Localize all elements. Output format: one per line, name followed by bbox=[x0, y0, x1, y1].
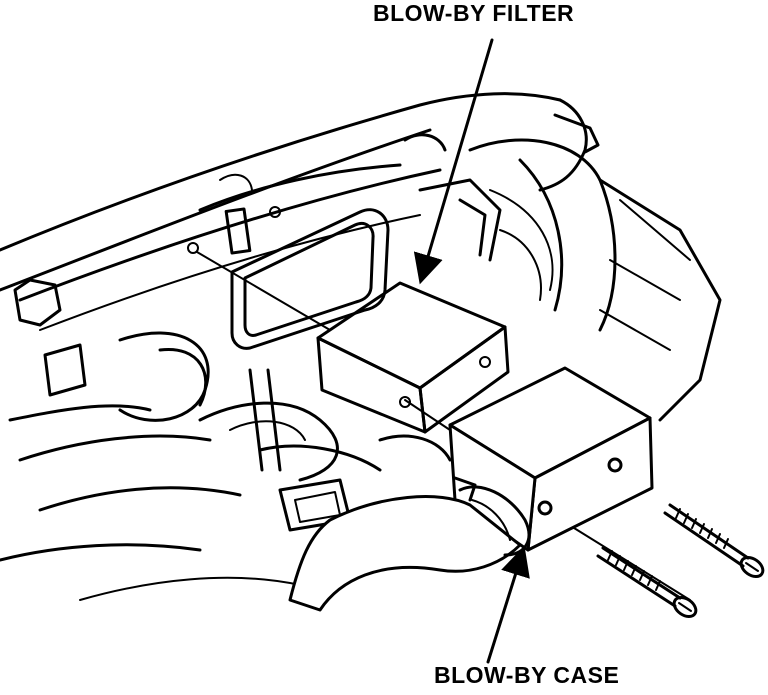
cover-plate bbox=[187, 163, 402, 255]
screw bbox=[663, 503, 765, 579]
blow-by-case bbox=[448, 366, 654, 552]
blow-by-filter bbox=[316, 281, 510, 434]
blow-by-case-label: BLOW-BY CASE bbox=[434, 662, 620, 688]
case-leader-arrow bbox=[486, 545, 530, 664]
gasket bbox=[230, 208, 390, 350]
screw bbox=[596, 546, 698, 619]
filter-leader-arrow bbox=[413, 38, 494, 285]
blow-by-filter-label: BLOW-BY FILTER bbox=[373, 0, 575, 26]
